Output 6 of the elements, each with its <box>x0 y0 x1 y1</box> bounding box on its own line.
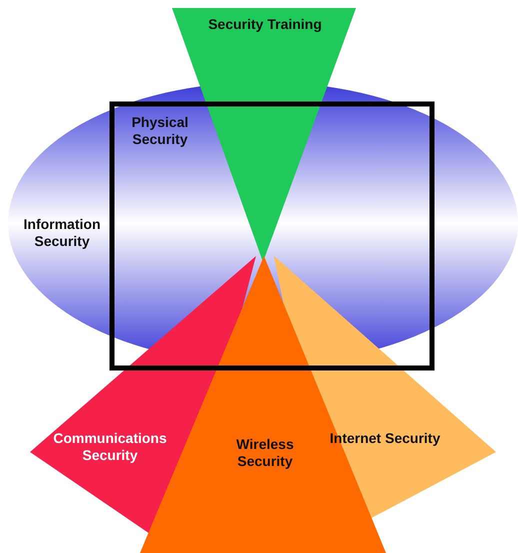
shape-label: Security Training <box>207 16 323 33</box>
shape-label: Physical Security <box>130 114 190 148</box>
shape-label: Information Security <box>22 216 102 250</box>
shape-label: Internet Security <box>328 430 442 447</box>
shape-label: Communications Security <box>52 430 168 464</box>
shape-label: Wireless Security <box>235 436 295 470</box>
